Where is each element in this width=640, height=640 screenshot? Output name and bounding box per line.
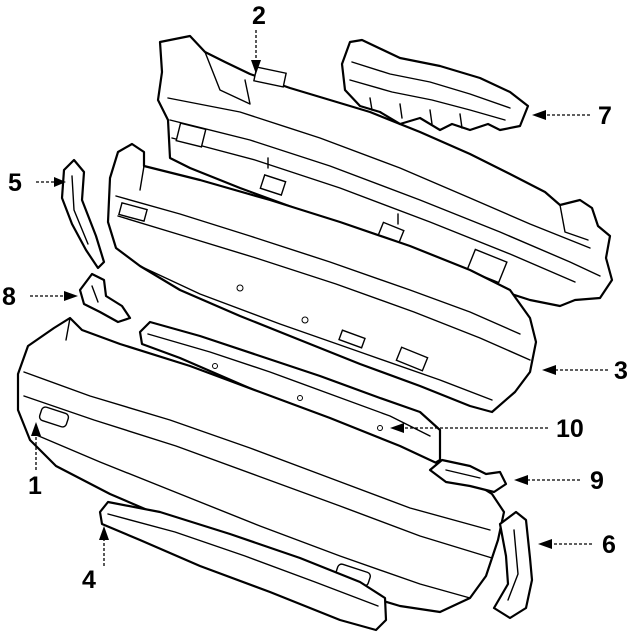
part-9-bracket: [428, 458, 508, 494]
callout-1: 1: [28, 472, 42, 500]
part-1-bumper-cover: [16, 316, 506, 614]
callout-6: 6: [602, 531, 616, 559]
part-10-impact-strip: [138, 320, 442, 468]
callout-labels: 2 7 5 8 3 10 1 9 6 4: [2, 2, 628, 594]
part-7-absorber: [340, 38, 530, 132]
arrowhead-1: [31, 422, 41, 436]
callout-5: 5: [8, 169, 22, 197]
callout-8: 8: [2, 283, 16, 311]
callout-4: 4: [82, 566, 96, 594]
arrowhead-4: [99, 526, 109, 540]
arrowhead-2: [251, 60, 261, 74]
part-6-bracket: [492, 510, 534, 620]
callout-7: 7: [598, 102, 612, 130]
arrowhead-7: [532, 110, 546, 120]
part-2-reinforcement: [156, 34, 614, 308]
part-8-bracket: [78, 272, 132, 324]
callout-3: 3: [614, 357, 628, 385]
part-4-valance-strip: [98, 500, 388, 632]
callout-10: 10: [556, 415, 584, 443]
arrowhead-9: [514, 475, 528, 485]
part-3-face-bar: [106, 142, 538, 414]
arrowhead-10: [390, 423, 404, 433]
callout-9: 9: [590, 467, 604, 495]
arrowhead-3: [542, 365, 556, 375]
part-5-bracket: [60, 158, 106, 270]
arrowhead-8: [64, 291, 78, 301]
leader-lines: [30, 30, 608, 566]
callout-2: 2: [252, 2, 266, 30]
arrowhead-6: [538, 539, 552, 549]
arrowhead-5: [54, 177, 66, 187]
